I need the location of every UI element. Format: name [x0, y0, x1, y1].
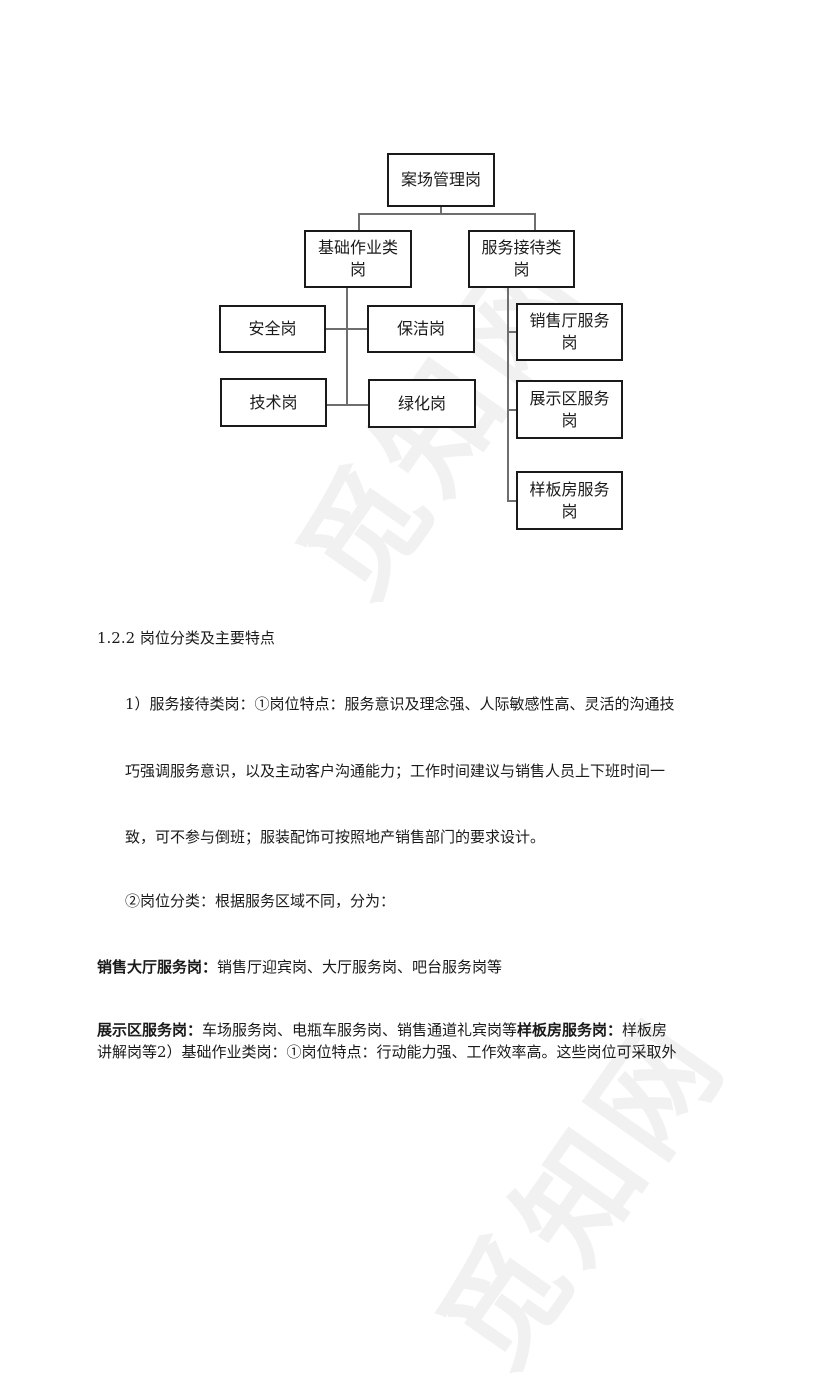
exhibition-line: 展示区服务岗：车场服务岗、电瓶车服务岗、销售通道礼宾岗等样板房服务岗：样板房 [97, 1019, 667, 1041]
sales-hall-text: 销售厅迎宾岗、大厅服务岗、吧台服务岗等 [217, 958, 503, 976]
org-node-service-reception: 服务接待类 岗 [468, 230, 575, 288]
org-node-label: 展示区服务 [529, 388, 610, 408]
paragraph-line: 讲解岗等2）基础作业类岗：①岗位特点：行动能力强、工作效率高。这些岗位可采取外 [97, 1043, 677, 1061]
exhibition-label: 展示区服务岗： [97, 1021, 203, 1039]
sales-hall-label: 销售大厅服务岗： [97, 958, 218, 976]
connector [326, 404, 369, 406]
exhibition-text: 车场服务岗、电瓶车服务岗、销售通道礼宾岗等 [202, 1021, 518, 1039]
connector [507, 331, 517, 333]
org-node-label: 销售厅服务 [529, 311, 610, 330]
org-node-label: 绿化岗 [397, 393, 446, 413]
paragraph-line: 巧强调服务意识，以及主动客户沟通能力；工作时间建议与销售人员上下班时间一 [125, 762, 666, 780]
sales-hall-line: 销售大厅服务岗：销售厅迎宾岗、大厅服务岗、吧台服务岗等 [97, 956, 502, 978]
document-page: 觅知网 觅知网 案场管理岗 基础作业类 岗 服务接待类 岗 安全岗 [97, 153, 753, 1393]
org-node-showroom: 样板房服务 岗 [516, 471, 623, 530]
org-node-security: 安全岗 [219, 305, 326, 353]
org-node-cleaning: 保洁岗 [367, 305, 475, 353]
org-node-basic-ops: 基础作业类 岗 [304, 230, 412, 288]
org-node-label: 技术岗 [249, 392, 298, 412]
connector [507, 288, 509, 501]
connector [325, 328, 368, 330]
org-node-label: 基础作业类 [317, 238, 398, 257]
org-node-root: 案场管理岗 [387, 153, 495, 207]
org-node-label: 岗 [561, 333, 578, 352]
showroom-text: 样板房 [622, 1021, 668, 1039]
org-node-greening: 绿化岗 [368, 379, 476, 428]
connector [507, 500, 517, 502]
org-node-technical: 技术岗 [220, 378, 327, 427]
paragraph-line: ②岗位分类：根据服务区域不同，分为： [125, 892, 396, 910]
org-node-label: 保洁岗 [396, 319, 445, 338]
org-node-label: 案场管理岗 [400, 170, 481, 189]
connector [346, 288, 348, 405]
connector [507, 409, 517, 411]
org-node-label: 样板房服务 [529, 479, 610, 499]
connector [358, 213, 360, 230]
paragraph-line: 致，可不参与倒班；服装配饰可按照地产销售部门的要求设计。 [125, 828, 546, 846]
connector [358, 213, 535, 215]
section-heading: 1.2.2 岗位分类及主要特点 [97, 629, 275, 647]
org-node-label: 岗 [561, 501, 578, 521]
org-node-label: 岗 [561, 410, 578, 430]
org-node-exhibition: 展示区服务 岗 [516, 380, 623, 439]
org-node-label: 岗 [349, 260, 366, 279]
org-node-label: 服务接待类 [481, 238, 562, 257]
org-node-label: 安全岗 [248, 319, 297, 338]
paragraph-line: 1）服务接待类岗：①岗位特点：服务意识及理念强、人际敏感性高、灵活的沟通技 [125, 695, 675, 713]
showroom-label: 样板房服务岗： [517, 1021, 623, 1039]
org-node-label: 岗 [513, 260, 530, 279]
org-node-sales-hall: 销售厅服务 岗 [516, 303, 623, 361]
connector [440, 207, 442, 214]
connector [534, 213, 536, 230]
